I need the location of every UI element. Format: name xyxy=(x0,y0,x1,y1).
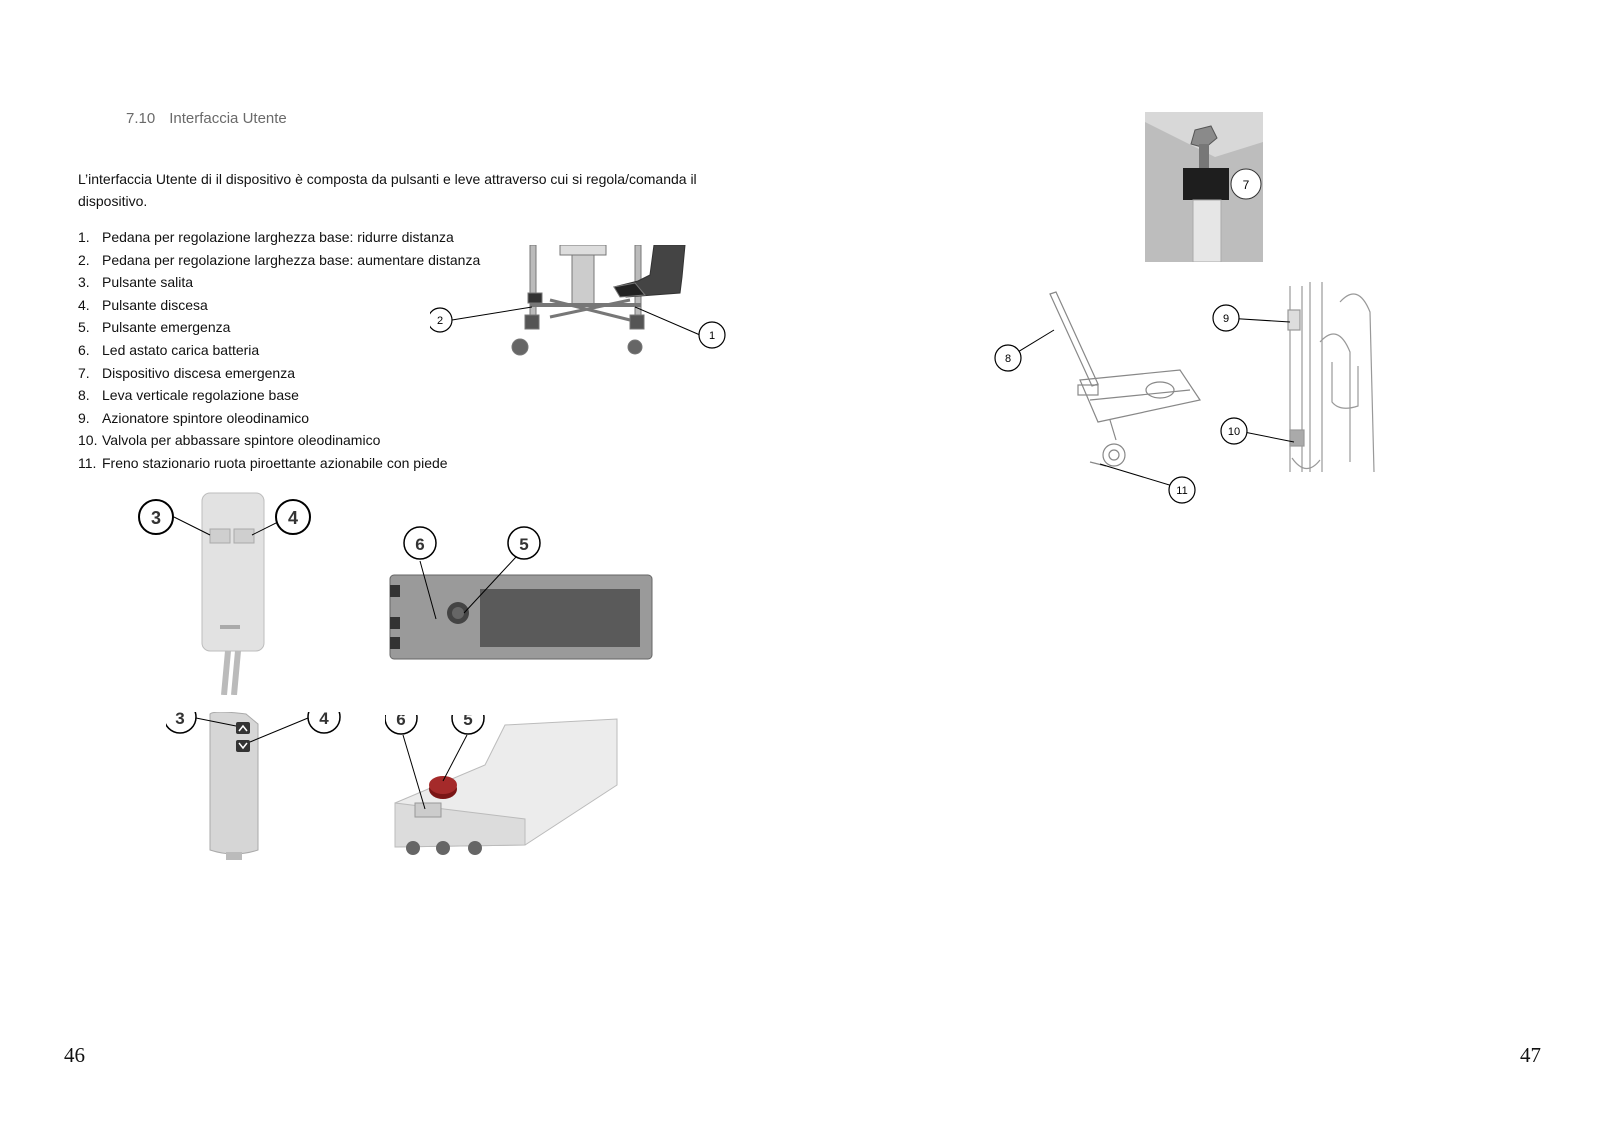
page-number-left: 46 xyxy=(64,1043,85,1067)
emergency-descent-figure: 7 xyxy=(1145,112,1263,262)
list-item: 3.Pulsante salita xyxy=(78,274,194,291)
callout-3-label: 3 xyxy=(175,712,184,728)
callout-4 xyxy=(275,499,311,535)
list-item: 7.Dispositivo discesa emergenza xyxy=(78,364,295,381)
callout-2-label: 2 xyxy=(437,315,443,327)
control-box-figure-b: 6 5 xyxy=(385,715,618,855)
callout-2 xyxy=(430,307,453,333)
callout-11-label: 11 xyxy=(1176,485,1187,497)
callout-5-label: 5 xyxy=(519,535,528,554)
callout-4-label: 4 xyxy=(288,508,298,528)
callout-4 xyxy=(307,712,341,734)
callout-3 xyxy=(166,712,197,734)
list-item: 10.Valvola per abbassare spintore oleodi… xyxy=(78,432,381,449)
hydraulic-actuator-figure: 9 10 xyxy=(1212,282,1375,473)
list-item: 11.Freno stazionario ruota piroettante a… xyxy=(78,454,448,471)
callout-6 xyxy=(403,526,437,560)
callout-1 xyxy=(698,321,726,349)
list-item: 2.Pedana per regolazione larghezza base:… xyxy=(78,251,481,268)
handset-figure-a: 3 4 xyxy=(138,492,311,695)
callout-3-label: 3 xyxy=(151,508,161,528)
section-title: Interfaccia Utente xyxy=(169,110,287,127)
list-item: 9.Azionatore spintore oleodinamico xyxy=(78,409,310,426)
callout-6 xyxy=(385,715,418,735)
callout-8-label: 8 xyxy=(1005,353,1011,365)
callout-5-label: 5 xyxy=(463,715,472,729)
list-item: 5.Pulsante emergenza xyxy=(78,319,231,336)
callout-7-label: 7 xyxy=(1243,178,1250,192)
callout-4-label: 4 xyxy=(319,712,329,728)
callout-3 xyxy=(138,499,174,535)
callout-9-label: 9 xyxy=(1223,313,1229,325)
handset-b-illustration xyxy=(209,712,259,855)
callout-5 xyxy=(507,526,541,560)
lifter-base-illustration xyxy=(511,245,686,356)
control-box-figure-a: 6 5 xyxy=(389,526,653,660)
base-lever-figure: 8 11 xyxy=(994,291,1201,504)
list-item: 8.Leva verticale regolazione base xyxy=(78,387,299,404)
section-heading: 7.10 Interfaccia Utente xyxy=(126,110,287,127)
hydraulic-actuator-illustration xyxy=(1287,282,1375,473)
component-list: 1.Pedana per regolazione larghezza base:… xyxy=(78,226,480,475)
callout-5 xyxy=(451,715,485,735)
callout-9 xyxy=(1212,304,1240,332)
callout-6-label: 6 xyxy=(415,535,424,554)
intro-paragraph: L’interfaccia Utente di il dispositivo è… xyxy=(78,171,697,209)
callout-10-label: 10 xyxy=(1228,426,1240,438)
list-item: 1.Pedana per regolazione larghezza base:… xyxy=(78,229,454,245)
base-lever-illustration xyxy=(1049,291,1201,467)
page-number-right: 47 xyxy=(1520,1043,1541,1067)
base-pedals-figure: 2 1 xyxy=(430,245,726,356)
section-number: 7.10 xyxy=(126,110,156,127)
callout-10 xyxy=(1220,417,1248,445)
callout-11 xyxy=(1168,476,1196,504)
callout-8 xyxy=(994,344,1022,372)
callout-7 xyxy=(1230,168,1262,200)
callout-1-label: 1 xyxy=(709,330,715,342)
handset-figure-b: 3 4 xyxy=(166,712,341,860)
list-item: 4.Pulsante discesa xyxy=(78,296,208,313)
list-item: 6.Led astato carica batteria xyxy=(78,341,260,358)
callout-6-label: 6 xyxy=(396,715,405,729)
